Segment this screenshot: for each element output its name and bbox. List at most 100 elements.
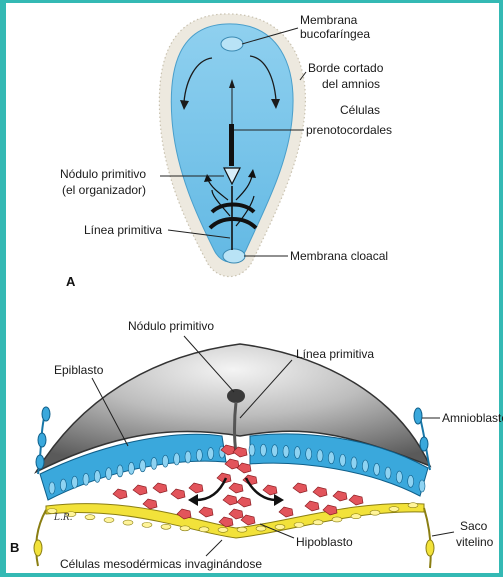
epiblast-cell — [208, 448, 214, 460]
epiblast-cell — [140, 460, 146, 472]
epiblast-cell — [174, 453, 180, 465]
panel-a-letter: A — [66, 274, 76, 289]
leader-saco-vitelino — [432, 532, 454, 536]
amnioblast-right-1 — [414, 408, 422, 424]
hypoblast-cell — [161, 524, 171, 529]
label-celulas-mesodermicas: Células mesodérmicas invaginándose — [60, 557, 262, 571]
mesoderm-cell — [199, 507, 213, 517]
hypoblast-cell — [85, 515, 95, 520]
label-saco-vitelino-2: vitelino — [456, 535, 494, 549]
hypoblast-cell — [275, 524, 285, 529]
mesoderm-cell — [143, 499, 157, 509]
invagination-arrowhead-right — [274, 494, 284, 506]
mesoderm-cell — [349, 495, 363, 505]
leader-celulas-mesodermicas — [206, 540, 222, 556]
panel-b-letter: B — [10, 540, 19, 555]
panel-a: Membrana bucofaríngea Borde cortado del … — [60, 13, 392, 289]
epiblast-cell — [94, 470, 100, 482]
mesoderm-cell — [237, 497, 251, 507]
epiblast-cell — [260, 444, 266, 456]
epiblast-cell — [151, 457, 157, 469]
mesoderm-cell — [113, 489, 127, 499]
hypoblast-cell — [142, 522, 152, 527]
primitive-groove — [235, 402, 237, 452]
yolk-cell-left — [34, 540, 42, 556]
label-borde-cortado-1: Borde cortado — [308, 61, 384, 75]
label-linea-primitiva-b: Línea primitiva — [296, 347, 374, 361]
epiblast-cell — [162, 455, 168, 467]
amnioblast-left-3 — [36, 455, 44, 469]
epiblast-cell — [272, 445, 278, 457]
label-borde-cortado-2: del amnios — [322, 77, 380, 91]
label-linea-primitiva-a: Línea primitiva — [84, 223, 162, 237]
hypoblast-cell — [256, 526, 266, 531]
label-saco-vitelino-1: Saco — [460, 519, 488, 533]
hypoblast-cell — [199, 527, 209, 532]
epiblast-cell — [419, 480, 425, 492]
epiblast-cell — [49, 482, 55, 494]
amnioblast-left-1 — [42, 407, 50, 421]
label-nodulo-primitivo-a-1: Nódulo primitivo — [60, 167, 146, 181]
epiblast-cell — [317, 450, 323, 462]
mesoderm-cell — [333, 491, 347, 501]
label-membrana-bucofaringea-2: bucofaríngea — [300, 27, 370, 41]
mesoderm-cell — [313, 487, 327, 497]
epiblast-cell — [106, 468, 112, 480]
epiblast-cell — [362, 460, 368, 472]
panel-b: Nódulo primitivo Epiblasto Línea primiti… — [10, 319, 503, 571]
epiblast-cell — [117, 465, 123, 477]
yolk-sac-edge-right — [424, 508, 431, 568]
mesoderm-cell — [237, 463, 251, 473]
hypoblast-cell — [237, 527, 247, 532]
mesoderm-cell — [189, 483, 203, 493]
prenotochordal-cells — [229, 124, 234, 166]
invagination-arrowhead-left — [188, 494, 198, 506]
hypoblast-cell — [370, 510, 380, 515]
epiblast-cell — [351, 457, 357, 469]
epiblast-cell — [185, 451, 191, 463]
label-epiblasto: Epiblasto — [54, 363, 104, 377]
label-nodulo-primitivo-b: Nódulo primitivo — [128, 319, 214, 333]
mesoderm-cell — [263, 485, 277, 495]
mesoderm-cell — [133, 485, 147, 495]
hypoblast-layer — [46, 504, 424, 538]
mesoderm-cell — [293, 483, 307, 493]
mesoderm-cell — [225, 459, 239, 469]
label-membrana-bucofaringea-1: Membrana — [300, 13, 358, 27]
primitive-pit — [227, 389, 245, 403]
epiblast-cell — [196, 449, 202, 461]
epiblast-cell — [294, 447, 300, 459]
hypoblast-cell — [294, 522, 304, 527]
artist-signature: L.R. — [53, 513, 73, 523]
epiblast-cell — [306, 448, 312, 460]
mesoderm-cell — [229, 509, 243, 519]
label-amnioblastos: Amnioblastos — [442, 411, 503, 425]
epiblast-cell — [328, 452, 334, 464]
amnioblast-right-2 — [420, 437, 428, 451]
label-celulas-prenotocordales-2: prenotocordales — [306, 123, 392, 137]
mesoderm-cell — [305, 501, 319, 511]
hypoblast-cell — [408, 503, 418, 508]
epiblast-cell — [396, 471, 402, 483]
yolk-cell-right — [426, 540, 434, 556]
mesoderm-cell — [153, 483, 167, 493]
epiblast-cell — [340, 454, 346, 466]
hypoblast-cell — [332, 517, 342, 522]
epiblast-cell — [72, 476, 78, 488]
membrana-bucofaringea-shape — [221, 37, 243, 51]
mesoderm-cell — [171, 489, 185, 499]
hypoblast-cell — [123, 520, 133, 525]
label-celulas-prenotocordales-1: Células — [340, 103, 380, 117]
epiblast-cell — [408, 475, 414, 487]
hypoblast-cell — [351, 514, 361, 519]
hypoblast-cell — [389, 507, 399, 512]
hypoblast-cell — [104, 518, 114, 523]
mesoderm-cell — [229, 483, 243, 493]
epiblast-cell — [385, 467, 391, 479]
yolk-sac-edge-left — [36, 510, 46, 566]
mesoderm-cell — [223, 495, 237, 505]
mesoderm-cell — [279, 507, 293, 517]
epiblast-cell — [283, 445, 289, 457]
